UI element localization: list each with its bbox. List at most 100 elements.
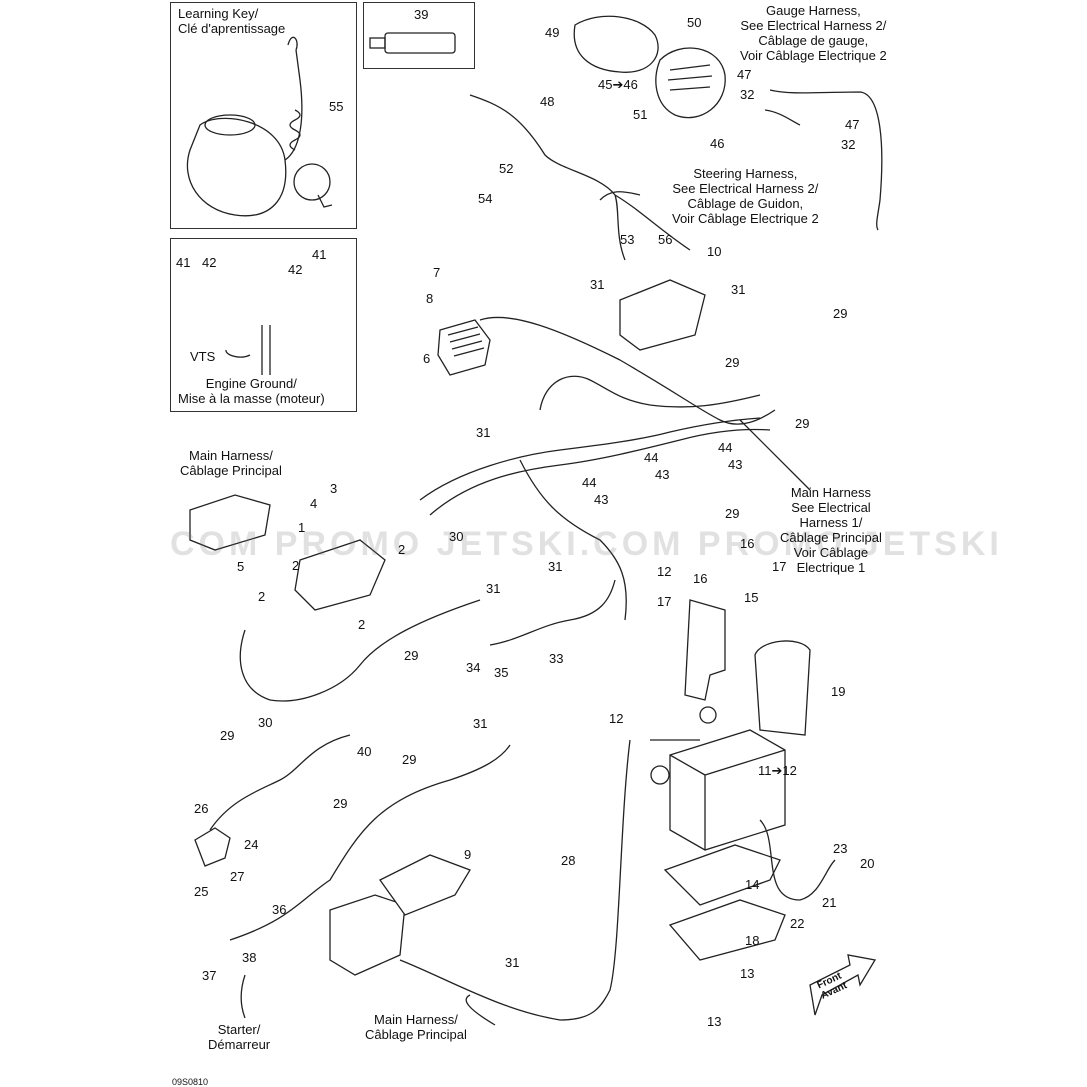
callout-1: 1	[298, 520, 306, 535]
callout-8: 8	[426, 291, 434, 306]
callout-21: 21	[822, 895, 837, 910]
gauge-harness-wire	[769, 89, 883, 231]
note-main-harness-bottom: Main Harness/Câblage Principal	[365, 1012, 467, 1042]
callout-42: 42	[202, 255, 217, 270]
note-steering-harness: Steering Harness,See Electrical Harness …	[672, 166, 819, 226]
callout-41: 41	[312, 247, 327, 262]
callout-42: 42	[288, 262, 303, 277]
ground-detail-box	[170, 238, 357, 412]
note-starter: Starter/Démarreur	[208, 1022, 271, 1052]
gauge-assembly	[573, 15, 726, 119]
callout-35: 35	[494, 665, 509, 680]
callout-4: 4	[310, 496, 318, 511]
callout-31: 31	[505, 955, 520, 970]
callout-20: 20	[860, 856, 875, 871]
callout-17: 17	[772, 559, 787, 574]
callout-16: 16	[740, 536, 755, 551]
main-harness-wire	[479, 316, 776, 425]
battery-support-18	[668, 899, 786, 961]
callout-13: 13	[707, 1014, 722, 1029]
callout-29: 29	[795, 416, 810, 431]
callout-3: 3	[330, 481, 338, 496]
callout-5: 5	[237, 559, 245, 574]
callout-7: 7	[433, 265, 441, 280]
tube-39-box	[363, 2, 475, 69]
callout-15: 15	[744, 590, 759, 605]
watermark: COM PROMO JETSKI.COM PROMO JETSKI	[170, 525, 1003, 563]
callout-29: 29	[402, 752, 417, 767]
callout-38: 38	[242, 950, 257, 965]
callout-10: 10	[707, 244, 722, 259]
harness-loop-left	[239, 599, 481, 702]
callout-11: 11➔12	[758, 763, 797, 778]
callout-29: 29	[725, 355, 740, 370]
main-harness-lower	[399, 739, 631, 1021]
callout-27: 27	[230, 869, 245, 884]
callout-31: 31	[476, 425, 491, 440]
callout-55: 55	[329, 99, 344, 114]
callout-2: 2	[292, 558, 300, 573]
harness-40	[209, 734, 351, 831]
callout-31: 31	[548, 559, 563, 574]
learning-key-box	[170, 2, 357, 229]
callout-48: 48	[540, 94, 555, 109]
callout-44: 44	[644, 450, 659, 465]
callout-24: 24	[244, 837, 259, 852]
callout-43: 43	[655, 467, 670, 482]
callout-37: 37	[202, 968, 217, 983]
callout-18: 18	[745, 933, 760, 948]
callout-30: 30	[258, 715, 273, 730]
callout-6: 6	[423, 351, 431, 366]
callout-46: 46	[710, 136, 725, 151]
callout-40: 40	[357, 744, 372, 759]
callout-54: 54	[478, 191, 493, 206]
callout-13: 13	[740, 966, 755, 981]
callout-16: 16	[693, 571, 708, 586]
cover-19	[754, 640, 811, 736]
callout-31: 31	[590, 277, 605, 292]
ground-cable-36	[229, 744, 511, 941]
callout-12: 12	[609, 711, 624, 726]
callout-22: 22	[790, 916, 805, 931]
callout-31: 31	[486, 581, 501, 596]
note-gauge-harness: Gauge Harness,See Electrical Harness 2/ …	[740, 3, 887, 63]
callout-56: 56	[658, 232, 673, 247]
callout-53: 53	[620, 232, 635, 247]
callout-29: 29	[404, 648, 419, 663]
callout-12: 12	[657, 564, 672, 579]
battery-tray-14	[663, 844, 781, 906]
callout-50: 50	[687, 15, 702, 30]
learning-key-drawing	[186, 36, 333, 217]
positive-cable-33	[489, 579, 616, 646]
battery-11	[650, 706, 786, 851]
callout-52: 52	[499, 161, 514, 176]
grease-tube-39	[369, 32, 456, 54]
front-arrow	[809, 954, 877, 1016]
callout-39: 39	[414, 7, 429, 22]
callout-29: 29	[833, 306, 848, 321]
relay-block-left	[189, 494, 386, 611]
callout-49: 49	[545, 25, 560, 40]
callout-43: 43	[594, 492, 609, 507]
callout-44: 44	[582, 475, 597, 490]
cable-22	[759, 819, 836, 901]
callout-29: 29	[333, 796, 348, 811]
callout-34: 34	[466, 660, 481, 675]
callout-26: 26	[194, 801, 209, 816]
steering-harness-wire	[469, 94, 626, 261]
callout-45: 45➔46	[598, 77, 638, 92]
callout-25: 25	[194, 884, 209, 899]
callout-51: 51	[633, 107, 648, 122]
callout-31: 31	[473, 716, 488, 731]
callout-32: 32	[841, 137, 856, 152]
note-vts: VTS	[190, 349, 216, 364]
fuse-box-center	[619, 279, 706, 351]
callout-29: 29	[220, 728, 235, 743]
callout-28: 28	[561, 853, 576, 868]
callout-33: 33	[549, 651, 564, 666]
voltage-regulator-6	[437, 319, 491, 376]
callout-32: 32	[740, 87, 755, 102]
note-main-harness-left: Main Harness/Câblage Principal	[180, 448, 282, 478]
